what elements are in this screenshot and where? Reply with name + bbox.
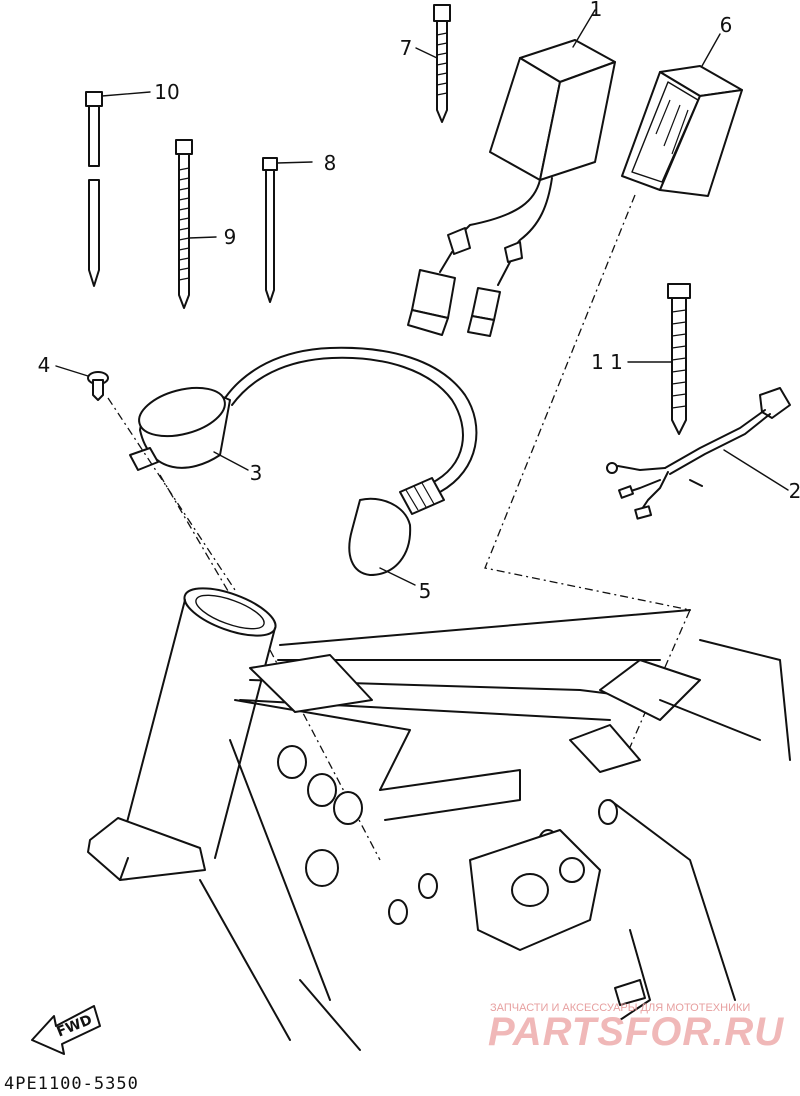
part-10-cable-tie [85, 91, 151, 287]
callout-11: 1 1 [591, 350, 623, 374]
callout-5: 5 [419, 579, 432, 603]
part-11-cable-tie [627, 283, 691, 435]
callout-8: 8 [324, 151, 337, 175]
callout-10: 10 [154, 80, 179, 104]
part-7-cable-tie [415, 4, 451, 123]
part-9-cable-tie [175, 139, 217, 309]
part-6-cover [621, 33, 743, 197]
callout-9: 9 [224, 225, 237, 249]
watermark-caption: ЗАПЧАСТИ И АКСЕССУАРЫ ДЛЯ МОТОТЕХНИКИ [490, 1002, 751, 1014]
part-5-plug-cap [348, 477, 445, 586]
callout-4: 4 [38, 353, 51, 377]
fwd-arrow-icon: FWD [31, 1005, 101, 1055]
part-2-wire-harness [606, 387, 791, 520]
diagram-part-code: 4PE1100-5350 [4, 1074, 139, 1094]
callout-2: 2 [789, 479, 800, 503]
motorcycle-frame [87, 587, 791, 1051]
watermark-logo: PARTSFOR.RU [488, 1010, 785, 1054]
part-8-cable-tie [262, 157, 313, 303]
callout-7: 7 [400, 36, 413, 60]
part-4-screw [55, 365, 109, 401]
callout-labels: 1 2 3 4 5 6 7 8 9 10 1 1 [38, 0, 800, 603]
part-1-cdi-unit [407, 9, 616, 337]
callout-6: 6 [720, 13, 733, 37]
part-3-ignition-coil [129, 346, 478, 493]
callout-3: 3 [250, 461, 263, 485]
callout-1: 1 [590, 0, 603, 21]
